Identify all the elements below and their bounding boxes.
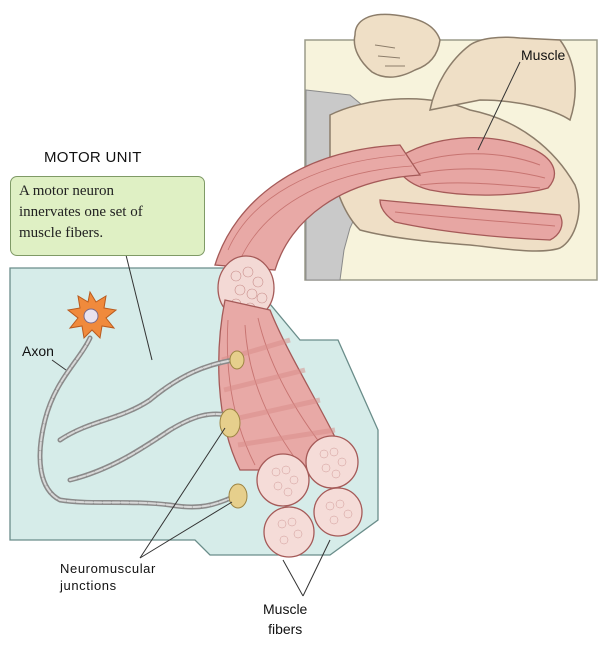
- muscle-label: Muscle: [521, 47, 565, 63]
- diagram-title: MOTOR UNIT: [44, 149, 142, 166]
- fibers-label-line: Muscle: [263, 599, 307, 619]
- callout-line: A motor neuron: [19, 181, 196, 202]
- fibers-label-line: fibers: [263, 619, 307, 639]
- neuromuscular-junctions-label: Neuromuscular junctions: [60, 560, 156, 594]
- axon-label: Axon: [22, 343, 54, 359]
- nmj-label-line: Neuromuscular: [60, 560, 156, 577]
- nmj-label-line: junctions: [60, 577, 156, 594]
- callout-line: muscle fibers.: [19, 223, 196, 244]
- motor-neuron-callout: A motor neuron innervates one set of mus…: [10, 176, 205, 256]
- callout-line: innervates one set of: [19, 202, 196, 223]
- muscle-fibers-label: Muscle fibers: [263, 599, 307, 639]
